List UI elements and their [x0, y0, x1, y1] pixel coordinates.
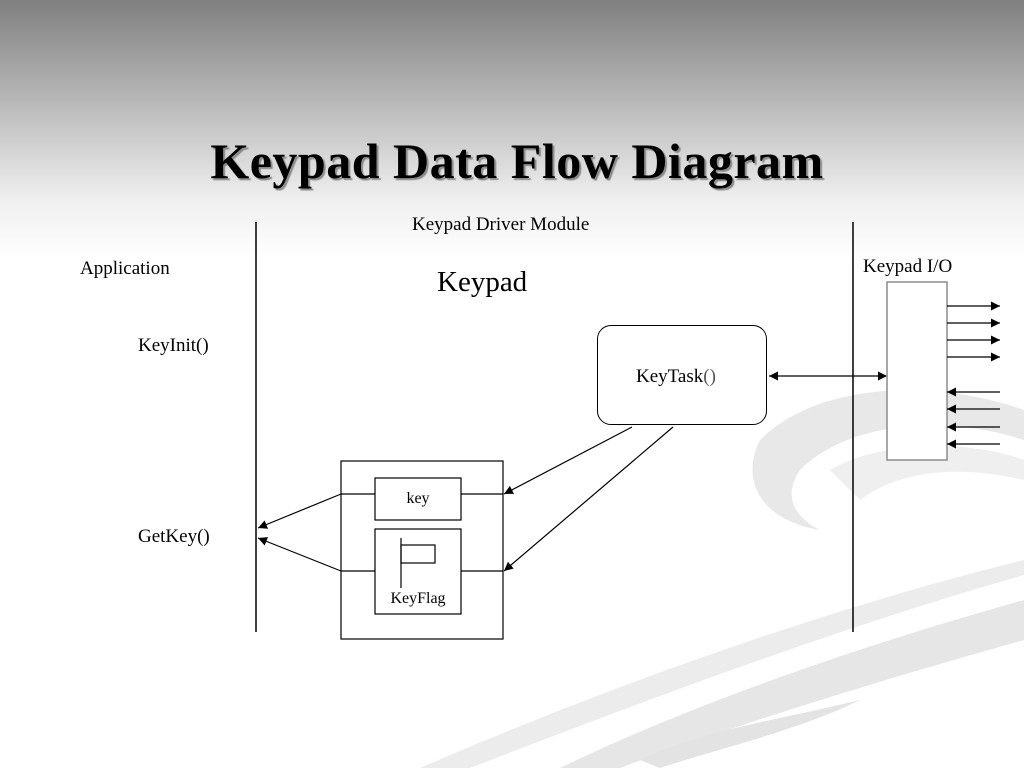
- flag-icon: [400, 538, 436, 588]
- keyflag-box: [374, 528, 462, 615]
- arrow-keytask-to-keyflag: [503, 426, 674, 572]
- key-box: [374, 477, 462, 521]
- slide-title: Keypad Data Flow Diagram: [210, 132, 824, 189]
- application-label: Application: [80, 258, 170, 279]
- arrow-key-to-getkey: [257, 493, 342, 529]
- key-label: key: [406, 490, 430, 507]
- keyflag-label: KeyFlag: [390, 590, 446, 607]
- arrow-keytask-to-key: [503, 426, 633, 495]
- keytask-parens: (): [703, 366, 716, 387]
- getkey-label: GetKey(): [138, 526, 210, 547]
- keytask-box: [597, 325, 767, 425]
- keytask-name: KeyTask: [636, 366, 704, 387]
- io-output-arrows: [947, 301, 1000, 362]
- keypad-label: Keypad: [437, 266, 528, 298]
- driver-module-label: Keypad Driver Module: [412, 214, 590, 235]
- arrow-keyflag-to-getkey: [257, 537, 342, 572]
- keypad-io-box: [886, 281, 948, 461]
- data-store-box: [340, 460, 504, 640]
- io-input-arrows: [947, 387, 1000, 449]
- keytask-label: KeyTask(): [636, 366, 716, 388]
- keypad-io-label: Keypad I/O: [863, 256, 953, 277]
- keyinit-label: KeyInit(): [138, 335, 209, 356]
